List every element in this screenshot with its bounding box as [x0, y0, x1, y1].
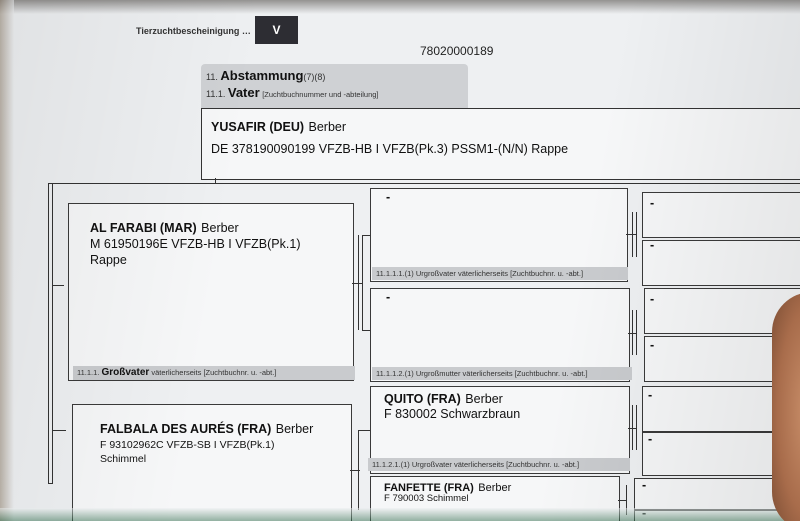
grandsire-breed: Berber — [201, 221, 239, 235]
sire-name: YUSAFIR (DEU) — [211, 120, 305, 134]
great-granddam-1-value: - — [386, 290, 391, 304]
connector-line — [352, 283, 362, 284]
ancestor-box-2 — [642, 240, 800, 286]
sire-breed: Berber — [308, 120, 347, 134]
connector-line — [632, 310, 633, 355]
ancestor-dash-3: - — [650, 292, 655, 306]
great-grandsire-2-breed: Berber — [465, 392, 503, 406]
abstammung-title: Abstammung — [220, 68, 304, 83]
sire-name-line: YUSAFIR (DEU) Berber — [211, 118, 346, 136]
connector-line — [636, 405, 637, 450]
grandsire-name: AL FARABI (MAR) — [90, 221, 197, 235]
great-granddam-2-name: FANFETTE (FRA) — [384, 482, 474, 494]
ancestor-dash-2: - — [650, 238, 655, 252]
grandsire-line3: Rappe — [90, 253, 127, 267]
document-label: Tierzuchtbescheinigung … — [136, 26, 251, 36]
great-grandsire-2-line2: F 830002 Schwarzbraun — [384, 407, 521, 421]
ancestor-dash-7: - — [642, 478, 647, 492]
connector-line — [618, 500, 626, 501]
connector-line — [215, 178, 216, 184]
granddam-name: FALBALA DES AURÉS (FRA) — [100, 422, 272, 436]
grandsire-label-prefix: 11.1.1. — [77, 368, 100, 377]
connector-line — [362, 235, 370, 236]
great-grandsire-2-name: QUITO (FRA) — [384, 392, 461, 406]
connector-line — [636, 212, 637, 257]
grandsire-box — [68, 203, 354, 381]
vater-note: [Zuchtbuchnummer und -abteilung] — [262, 90, 379, 99]
connector-line — [362, 330, 370, 331]
abstammung-suffix: (7)(8) — [303, 72, 326, 82]
connector-line — [636, 310, 637, 355]
section-badge: V — [255, 16, 298, 44]
connector-line — [350, 470, 360, 471]
connector-line — [48, 183, 800, 184]
ancestor-dash-1: - — [650, 196, 655, 210]
great-grandsire-2-name-line: QUITO (FRA) Berber — [384, 390, 503, 408]
great-grandsire-2-label: 11.1.2.1.(1) Urgroßvater väterlicherseit… — [368, 458, 630, 471]
connector-line — [628, 333, 636, 334]
grandsire-label-title: Großvater — [101, 367, 150, 378]
great-grandsire-1-label: 11.1.1.1.(1) Urgroßvater väterlicherseit… — [372, 267, 628, 280]
grandsire-label-bar: 11.1.1. Großvater väterlicherseits [Zuch… — [73, 366, 355, 380]
ancestor-dash-5: - — [648, 388, 653, 402]
great-grandsire-1-value: - — [386, 190, 391, 204]
bottom-edge — [0, 508, 800, 521]
sire-box — [201, 108, 800, 180]
grandsire-name-line: AL FARABI (MAR) Berber — [90, 219, 239, 237]
ancestor-box-3 — [644, 288, 800, 334]
connector-line — [48, 183, 49, 483]
great-granddam-1-label: 11.1.1.2.(1) Urgroßmutter väterlichersei… — [372, 367, 632, 380]
connector-line — [52, 430, 66, 431]
binder-edge — [0, 0, 14, 521]
connector-line — [52, 285, 64, 286]
vater-prefix: 11.1. — [206, 89, 226, 99]
page-top-shadow — [0, 0, 800, 14]
great-grandsire-1-box — [370, 188, 628, 282]
great-granddam-2-name-line: FANFETTE (FRA) Berber — [384, 478, 511, 496]
vater-heading: 11.1. Vater [Zuchtbuchnummer und -abteil… — [206, 85, 379, 100]
abstammung-prefix: 11. — [206, 72, 218, 82]
ancestor-dash-4: - — [650, 338, 655, 352]
connector-line — [358, 430, 370, 431]
ancestor-box-1 — [642, 192, 800, 238]
grandsire-label-note: väterlicherseits [Zuchtbuchnr. u. -abt.] — [151, 368, 277, 377]
great-granddam-2-breed: Berber — [478, 482, 512, 494]
great-granddam-1-box — [370, 288, 630, 382]
connector-line — [626, 234, 636, 235]
certificate-number: 78020000189 — [420, 44, 494, 58]
ancestor-dash-6: - — [648, 432, 653, 446]
connector-line — [358, 235, 359, 330]
connector-line — [52, 183, 53, 483]
connector-line — [632, 405, 633, 450]
connector-line — [48, 483, 53, 484]
granddam-box — [72, 404, 352, 521]
vater-title: Vater — [227, 85, 260, 100]
great-granddam-2-line2: F 790003 Schimmel — [384, 493, 469, 504]
sire-details: DE 378190090199 VFZB-HB I VFZB(Pk.3) PSS… — [211, 142, 569, 156]
grandsire-line2: M 61950196E VFZB-HB I VFZB(Pk.1) — [90, 237, 301, 251]
granddam-line2: F 93102962C VFZB-SB I VFZB(Pk.1) — [100, 439, 275, 451]
granddam-name-line: FALBALA DES AURÉS (FRA) Berber — [100, 420, 313, 438]
abstammung-heading: 11. Abstammung(7)(8) — [206, 68, 325, 83]
section-header-tab — [201, 64, 468, 108]
connector-line — [628, 428, 636, 429]
granddam-breed: Berber — [275, 422, 314, 436]
granddam-line3: Schimmel — [100, 453, 147, 465]
connector-line — [626, 485, 627, 515]
connector-line — [362, 235, 363, 330]
thumb — [772, 292, 800, 521]
